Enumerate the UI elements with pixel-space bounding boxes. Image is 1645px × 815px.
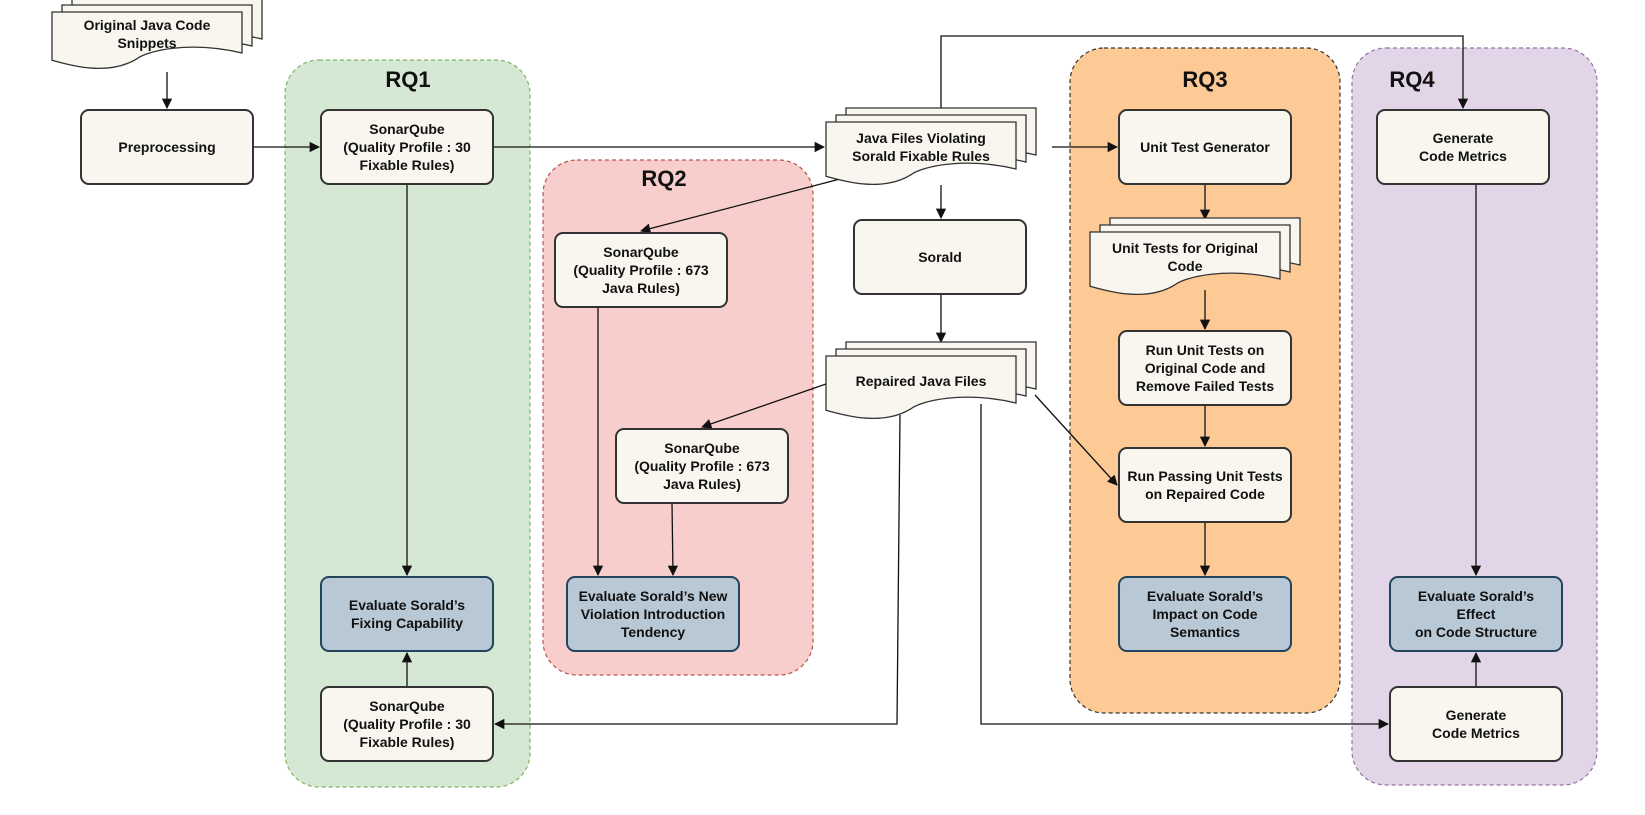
node-rq2-evaluate-line-2: Violation Introduction <box>581 606 725 622</box>
node-rq1-evaluate-line-2: Fixing Capability <box>351 615 463 631</box>
node-repaired-java-files: Repaired Java Files <box>825 341 1037 420</box>
node-rq1-evaluate-box <box>320 576 494 652</box>
node-run-passing-tests-box <box>1118 447 1292 523</box>
node-unit-tests-original-sheet-3 <box>1089 231 1281 296</box>
node-preprocessing: Preprocessing <box>80 109 254 185</box>
node-rq1-sonarqube-bottom: SonarQube (Quality Profile : 30 Fixable Ru… <box>320 686 494 762</box>
node-rq4-metrics-top-line-2: Code Metrics <box>1419 148 1507 164</box>
node-rq3-evaluate-line-2: Impact on Code <box>1152 606 1257 622</box>
node-rq3-evaluate-box <box>1118 576 1292 652</box>
node-rq2-sonarqube-mid-line-1: SonarQube <box>664 440 740 456</box>
node-rq2-sonarqube-mid-line-3: Java Rules) <box>663 476 741 492</box>
node-unit-test-generator: Unit Test Generator <box>1118 109 1292 185</box>
edge-repaired-java-files-to-rq2-sonarqube-mid <box>701 383 827 429</box>
node-rq4-metrics-top-line-1: Generate <box>1433 130 1494 146</box>
node-original-snippets-sheet-3 <box>51 11 243 70</box>
node-rq4-evaluate-line-3: on Code Structure <box>1415 624 1537 640</box>
node-rq4-evaluate-line-2: Effect <box>1457 606 1496 622</box>
node-sorald-line-1: Sorald <box>918 249 962 265</box>
node-rq1-sonarqube-top: SonarQube (Quality Profile : 30 Fixable Ru… <box>320 109 494 185</box>
node-rq3-evaluate-line-1: Evaluate Sorald’s <box>1147 588 1263 604</box>
node-rq2-evaluate-line-3: Tendency <box>621 624 686 640</box>
node-rq2-sonarqube-top-line-3: Java Rules) <box>602 280 680 296</box>
node-unit-test-generator-line-1: Unit Test Generator <box>1140 139 1270 155</box>
node-preprocessing-box <box>80 109 254 185</box>
node-rq1-sonarqube-bottom-line-1: SonarQube <box>369 698 445 714</box>
node-java-files-violating-line-1: Java Files Violating <box>856 130 986 146</box>
node-rq2-sonarqube-top-line-2: (Quality Profile : 673 <box>573 262 709 278</box>
node-run-passing-tests-line-2: on Repaired Code <box>1145 486 1265 502</box>
node-run-unit-tests-original: Run Unit Tests on Original Code andRemove… <box>1118 330 1292 406</box>
edge-repaired-java-files-to-rq4-metrics-bottom <box>980 404 1390 730</box>
region-rq3-title: RQ3 <box>1182 67 1227 92</box>
node-rq1-sonarqube-top-line-2: (Quality Profile : 30 <box>343 139 471 155</box>
node-rq2-sonarqube-top-box <box>554 232 728 308</box>
node-repaired-java-files-line-1: Repaired Java Files <box>856 373 987 389</box>
edge-java-files-violating-to-rq4-metrics-top <box>940 35 1469 110</box>
node-rq1-sonarqube-bottom-line-3: Fixable Rules) <box>360 734 455 750</box>
node-run-unit-tests-original-line-3: Remove Failed Tests <box>1136 378 1274 394</box>
node-rq3-evaluate-line-3: Semantics <box>1170 624 1240 640</box>
node-original-snippets-line-1: Original Java Code <box>84 17 211 33</box>
node-sorald: Sorald <box>853 219 1027 295</box>
node-run-passing-tests: Run Passing Unit Tests on Repaired Code <box>1118 447 1292 523</box>
node-run-unit-tests-original-line-1: Run Unit Tests on <box>1146 342 1265 358</box>
node-rq4-evaluate-box <box>1389 576 1563 652</box>
edge-repaired-java-files-to-rq1-sonarqube-bottom <box>493 414 901 730</box>
region-rq2-title: RQ2 <box>641 166 686 191</box>
node-java-files-violating-sheet-3 <box>825 121 1017 186</box>
node-rq1-sonarqube-top-box <box>320 109 494 185</box>
node-rq1-sonarqube-bottom-box <box>320 686 494 762</box>
node-rq4-metrics-bottom-box <box>1389 686 1563 762</box>
node-original-snippets-line-2: Snippets <box>117 35 176 51</box>
node-rq1-evaluate-line-1: Evaluate Sorald’s <box>349 597 465 613</box>
node-rq2-sonarqube-top-line-1: SonarQube <box>603 244 679 260</box>
node-run-passing-tests-line-1: Run Passing Unit Tests <box>1127 468 1283 484</box>
region-rq4-title: RQ4 <box>1389 67 1435 92</box>
node-rq2-sonarqube-mid-box <box>615 428 789 504</box>
node-run-unit-tests-original-line-2: Original Code and <box>1145 360 1266 376</box>
node-java-files-violating-line-2: Sorald Fixable Rules <box>852 148 990 164</box>
node-rq1-sonarqube-top-line-1: SonarQube <box>369 121 445 137</box>
edge-repaired-java-files-to-run-passing-tests <box>1034 394 1118 486</box>
node-rq1-sonarqube-bottom-line-2: (Quality Profile : 30 <box>343 716 471 732</box>
node-rq2-evaluate-box <box>566 576 740 652</box>
node-rq1-sonarqube-top-line-3: Fixable Rules) <box>360 157 455 173</box>
node-rq4-evaluate-line-1: Evaluate Sorald’s <box>1418 588 1534 604</box>
node-run-unit-tests-original-box <box>1118 330 1292 406</box>
node-sorald-box <box>853 219 1027 295</box>
node-unit-test-generator-box <box>1118 109 1292 185</box>
node-rq2-evaluate-line-1: Evaluate Sorald’s New <box>579 588 728 604</box>
region-rq1-title: RQ1 <box>385 67 430 92</box>
node-repaired-java-files-sheet-3 <box>825 355 1017 420</box>
node-unit-tests-original-line-1: Unit Tests for Original <box>1112 240 1258 256</box>
node-rq4-metrics-top-box <box>1376 109 1550 185</box>
node-rq4-metrics-bottom-line-1: Generate <box>1446 707 1507 723</box>
edge-java-files-violating-to-rq2-sonarqube-top <box>639 178 841 234</box>
edge-rq2-sonarqube-mid-to-rq2-evaluate <box>667 502 679 577</box>
node-rq2-sonarqube-mid-line-2: (Quality Profile : 673 <box>634 458 770 474</box>
node-unit-tests-original-line-2: Code <box>1168 258 1203 274</box>
node-preprocessing-line-1: Preprocessing <box>118 139 215 155</box>
node-rq4-metrics-bottom-line-2: Code Metrics <box>1432 725 1520 741</box>
